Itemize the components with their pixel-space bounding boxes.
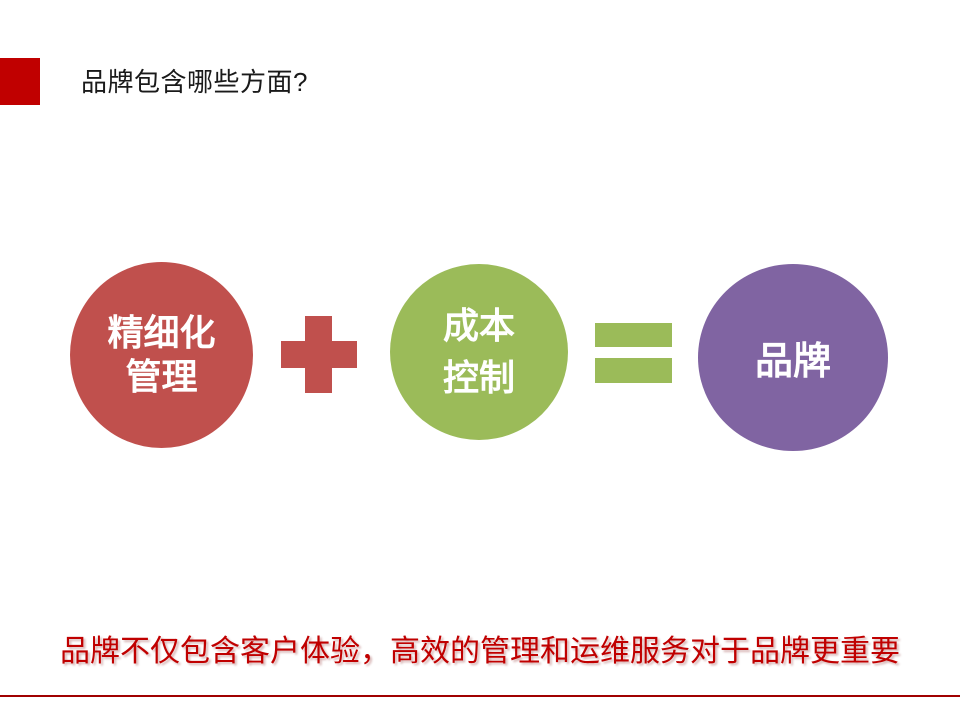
label-line-1: 精细化 bbox=[107, 312, 216, 354]
label-line-1: 成本 bbox=[442, 304, 515, 346]
circle-brand: 品牌 bbox=[698, 264, 888, 451]
accent-square bbox=[0, 58, 40, 105]
equals-icon-bottom-bar bbox=[595, 358, 672, 383]
label-line-2: 控制 bbox=[442, 357, 515, 398]
equals-icon bbox=[595, 323, 672, 383]
bottom-divider-line bbox=[0, 695, 960, 697]
equals-icon-top-bar bbox=[595, 323, 672, 347]
circle-cost-control-label: 成本 控制 bbox=[443, 300, 515, 404]
plus-icon-vertical-bar bbox=[305, 316, 332, 393]
circle-refined-management-label: 精细化 管理 bbox=[107, 311, 215, 399]
plus-icon bbox=[281, 316, 357, 393]
circle-cost-control: 成本 控制 bbox=[390, 264, 568, 440]
slide-title: 品牌包含哪些方面? bbox=[81, 67, 308, 97]
circle-refined-management: 精细化 管理 bbox=[70, 262, 253, 448]
circle-brand-label: 品牌 bbox=[754, 341, 831, 383]
footer-statement: 品牌不仅包含客户体验，高效的管理和运维服务对于品牌更重要 bbox=[60, 635, 900, 668]
label-line-2: 管理 bbox=[125, 356, 198, 397]
